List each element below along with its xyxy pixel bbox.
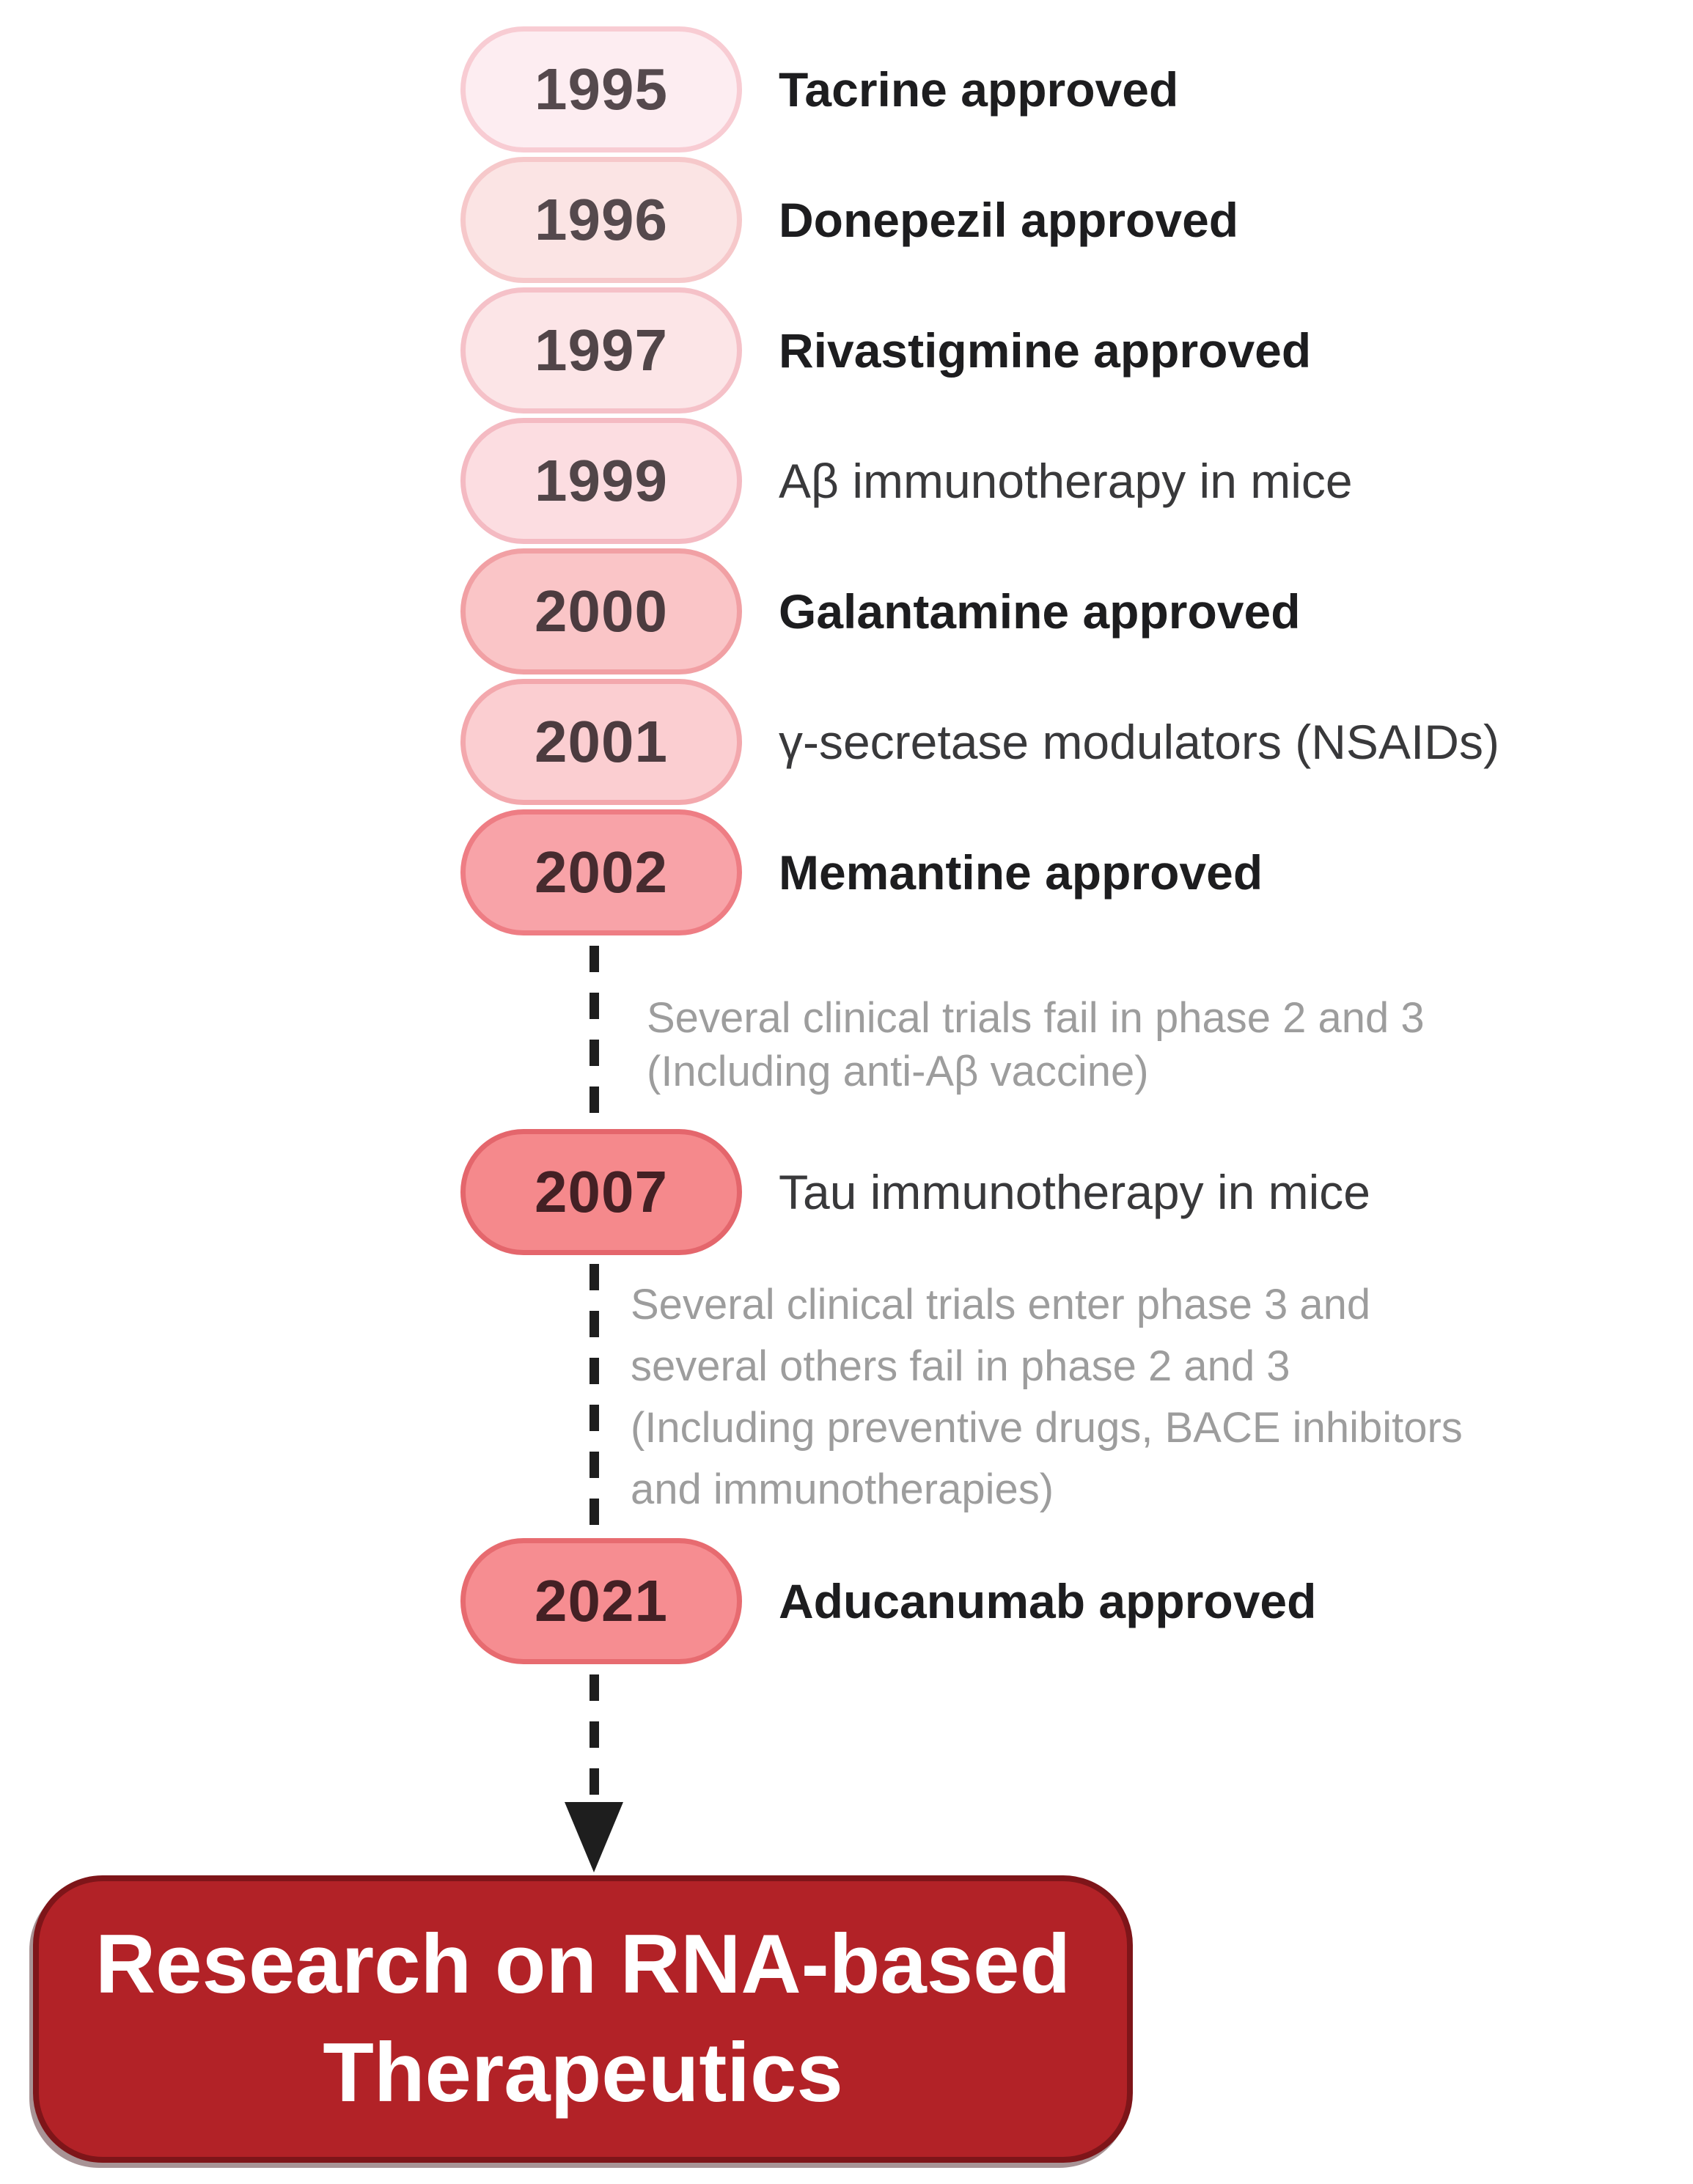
event-label-tacrine: Tacrine approved	[779, 62, 1179, 117]
year-pill-2002: 2002	[460, 809, 742, 935]
event-label-rivastigmine: Rivastigmine approved	[779, 323, 1312, 378]
year-pill-1999: 1999	[460, 418, 742, 544]
timeline-row-1997: 1997 Rivastigmine approved	[0, 287, 1693, 413]
gap-annotation-1-line1: Several clinical trials fail in phase 2 …	[647, 994, 1425, 1042]
timeline-row-2000: 2000 Galantamine approved	[0, 548, 1693, 674]
year-text-1995: 1995	[535, 56, 668, 122]
dashed-connector-1	[590, 946, 599, 1123]
year-pill-2000: 2000	[460, 548, 742, 674]
year-pill-2021: 2021	[460, 1538, 742, 1664]
event-label-memantine: Memantine approved	[779, 845, 1263, 900]
dashed-connector-2	[590, 1264, 599, 1532]
year-text-1997: 1997	[535, 317, 668, 383]
event-label-secretase-modulators: γ-secretase modulators (NSAIDs)	[779, 715, 1499, 769]
year-text-2021: 2021	[535, 1568, 668, 1633]
final-box-line1: Research on RNA-based	[95, 1918, 1071, 2011]
year-text-1996: 1996	[535, 187, 668, 252]
timeline-row-2002: 2002 Memantine approved	[0, 809, 1693, 935]
timeline-row-1999: 1999 Aβ immunotherapy in mice	[0, 418, 1693, 544]
year-text-2001: 2001	[535, 709, 668, 774]
year-pill-1996: 1996	[460, 157, 742, 283]
timeline-row-1995: 1995 Tacrine approved	[0, 26, 1693, 152]
arrow-down-icon	[565, 1802, 623, 1872]
gap-annotation-2-line3: (Including preventive drugs, BACE inhibi…	[631, 1404, 1463, 1452]
year-text-1999: 1999	[535, 448, 668, 513]
gap-annotation-1: Several clinical trials fail in phase 2 …	[647, 991, 1425, 1098]
timeline-row-2021: 2021 Aducanumab approved	[0, 1538, 1693, 1664]
gap-annotation-2-line2: several others fail in phase 2 and 3	[631, 1342, 1290, 1390]
year-pill-2001: 2001	[460, 679, 742, 805]
year-pill-1995: 1995	[460, 26, 742, 152]
gap-annotation-2-line1: Several clinical trials enter phase 3 an…	[631, 1281, 1371, 1328]
gap-annotation-2: Several clinical trials enter phase 3 an…	[631, 1274, 1463, 1521]
gap-annotation-1-line2: (Including anti-Aβ vaccine)	[647, 1048, 1149, 1095]
dashed-connector-3	[590, 1674, 599, 1804]
year-text-2007: 2007	[535, 1159, 668, 1224]
year-text-2000: 2000	[535, 578, 668, 644]
timeline-row-1996: 1996 Donepezil approved	[0, 157, 1693, 283]
year-pill-1997: 1997	[460, 287, 742, 413]
event-label-donepezil: Donepezil approved	[779, 193, 1239, 247]
final-box-line2: Therapeutics	[323, 2026, 843, 2119]
gap-annotation-2-line4: and immunotherapies)	[631, 1466, 1054, 1513]
event-label-ab-immunotherapy: Aβ immunotherapy in mice	[779, 454, 1353, 508]
timeline-row-2007: 2007 Tau immunotherapy in mice	[0, 1129, 1693, 1255]
timeline-row-2001: 2001 γ-secretase modulators (NSAIDs)	[0, 679, 1693, 805]
event-label-aducanumab: Aducanumab approved	[779, 1574, 1317, 1628]
event-label-galantamine: Galantamine approved	[779, 584, 1301, 639]
year-pill-2007: 2007	[460, 1129, 742, 1255]
year-text-2002: 2002	[535, 839, 668, 905]
final-box-rna-therapeutics: Research on RNA-based Therapeutics	[33, 1875, 1133, 2163]
event-label-tau-immunotherapy: Tau immunotherapy in mice	[779, 1165, 1371, 1219]
